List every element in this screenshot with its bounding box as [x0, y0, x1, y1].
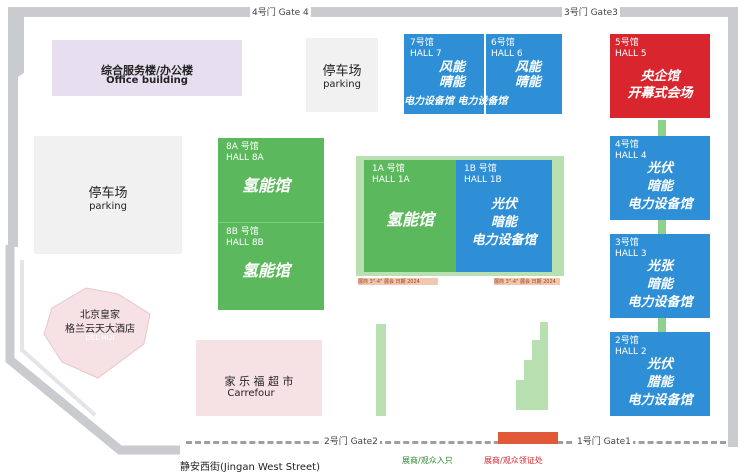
- hall-8b-title: 氢能馆: [241, 261, 290, 280]
- carrefour-label-cn: 家 乐 福 超 市: [224, 375, 294, 388]
- gate-3-label: 3号门 Gate3: [562, 5, 620, 18]
- bottom-dashed-road: [186, 441, 726, 444]
- hotel-label-2: 格兰云天大酒店: [65, 324, 135, 335]
- parking-left: 停车场 parking: [34, 136, 182, 254]
- carrefour: 家 乐 福 超 市 Carrefour: [196, 340, 322, 416]
- carrefour-label-en: Carrefour: [227, 388, 275, 399]
- hall-1b-title: 光伏 暗能 电力设备馆: [471, 197, 537, 248]
- parking-top-label-en: parking: [323, 79, 361, 90]
- lower-left-road: [5, 245, 180, 455]
- exhibitor-entrance: 展商/观众入只: [402, 456, 453, 465]
- hall-7-6-band: 电力设备馆 电力设备馆: [404, 96, 508, 107]
- right-connector-3: [658, 318, 666, 332]
- hotel-label-1: 北京皇家: [80, 310, 120, 321]
- parking-top-label-cn: 停车场: [322, 64, 362, 79]
- hall-2-title: 光伏 腊能 电力设备馆: [627, 357, 693, 408]
- hall-3-title: 光张 暗能 电力设备馆: [627, 259, 693, 310]
- gate-2-label: 2号门 Gate2: [322, 434, 380, 447]
- hall-1b-strip: 展商 3"-4" 展会 日期 2024: [494, 278, 560, 285]
- walkway-1: [376, 324, 386, 416]
- gate-4-label: 4号门 Gate 4: [250, 5, 311, 18]
- parking-left-label-en: parking: [89, 201, 127, 212]
- office-building-label-en: Office building: [106, 75, 188, 86]
- visitor-entrance-box: [498, 432, 558, 444]
- street-label: 静安西街(Jingan West Street): [180, 462, 321, 473]
- hall-8a-title: 氢能馆: [241, 176, 290, 195]
- parking-top: 停车场 parking: [306, 38, 378, 112]
- hall-7-title: 风能 晴能: [438, 60, 465, 90]
- inner-left-road: [18, 12, 24, 78]
- hall-5-title: 央企馆 开幕式会场: [627, 69, 693, 101]
- hall-6-title: 风能 晴能: [514, 60, 541, 90]
- office-building-label: 综合服务楼/办公楼: [100, 64, 194, 77]
- right-road: [728, 7, 738, 447]
- hall-4-title: 光伏 暗能 电力设备馆: [627, 161, 693, 212]
- visitor-entrance: 展商/观众领证处: [484, 456, 543, 465]
- hall-1a-strip: 展商 3"-4" 展会 日期 2024: [358, 278, 438, 285]
- hotel-shape: [43, 287, 151, 379]
- top-road: [8, 7, 738, 17]
- left-road: [8, 7, 18, 247]
- hotel-label-faint: DEL HOI: [85, 334, 115, 342]
- hall-1a-title: 氢能馆: [385, 210, 434, 229]
- walkway-stairs: [516, 322, 548, 410]
- right-connector: [658, 120, 666, 138]
- gate-1-label: 1号门 Gate1: [575, 434, 633, 447]
- office-building: 综合服务楼/办公楼 Office building: [52, 40, 242, 96]
- parking-left-label-cn: 停车场: [88, 186, 128, 201]
- right-connector-2: [658, 220, 666, 234]
